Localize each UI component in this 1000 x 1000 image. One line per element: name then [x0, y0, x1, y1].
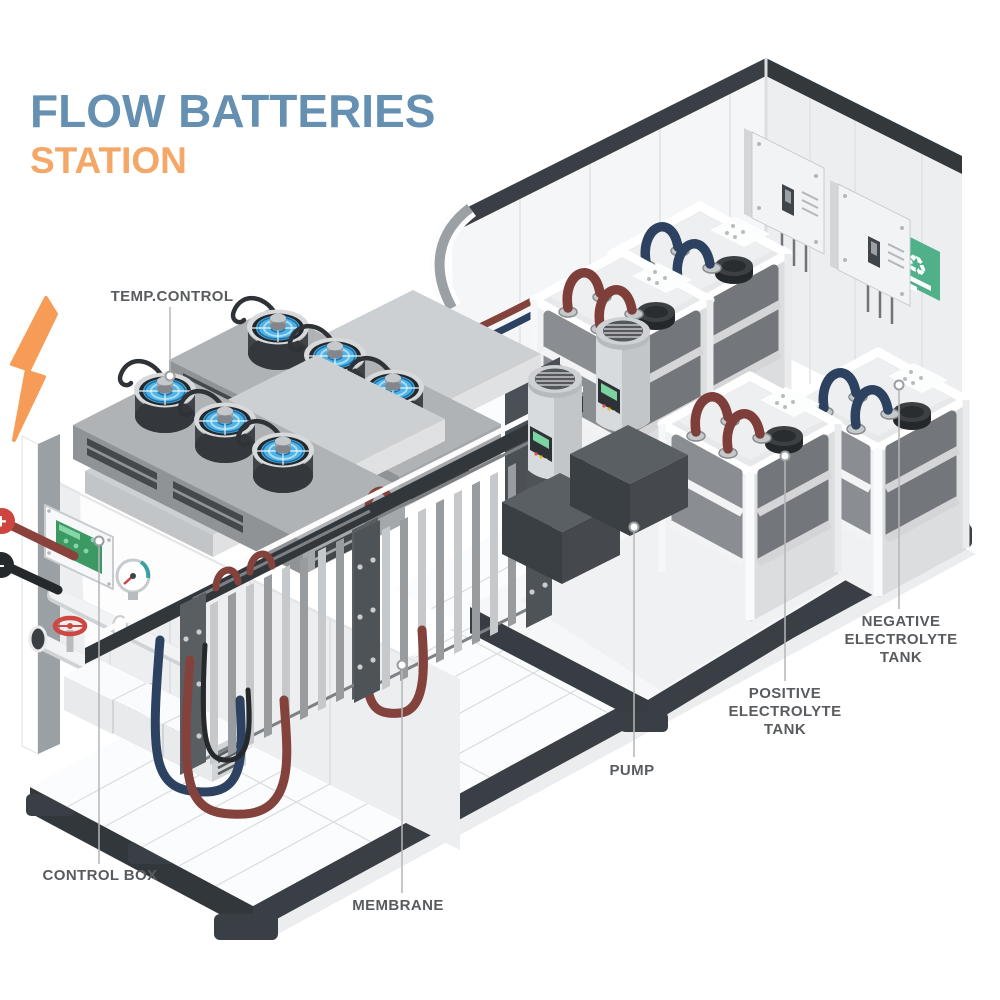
- membrane-stack-front: [150, 509, 382, 819]
- leader-dots: [93, 370, 905, 671]
- leader-lines: [98, 307, 900, 893]
- page-header: FLOW BATTERIES STATION: [30, 88, 435, 179]
- label-pump: PUMP: [609, 762, 655, 779]
- label-temp-control: TEMP.CONTROL: [110, 288, 234, 305]
- valve: [52, 615, 88, 652]
- electrolyte-tank-positive: [662, 376, 838, 622]
- label-negative-electrolyte-tank: NEGATIVE ELECTROLYTE TANK: [844, 613, 958, 666]
- plus-terminal-icon: +: [0, 511, 7, 533]
- power-feed: + −: [0, 508, 79, 595]
- minus-terminal-icon: −: [0, 556, 5, 576]
- label-membrane: MEMBRANE: [352, 897, 444, 914]
- control-box: [44, 504, 114, 590]
- label-control-box: CONTROL BOX: [42, 867, 158, 884]
- recycle-icon: ♻: [905, 245, 927, 284]
- page-title: FLOW BATTERIES: [30, 85, 436, 137]
- page-subtitle: STATION: [30, 140, 187, 181]
- pressure-gauge: [115, 558, 151, 600]
- lightning-icon: [10, 296, 58, 442]
- label-positive-electrolyte-tank: POSITIVE ELECTROLYTE TANK: [728, 685, 842, 738]
